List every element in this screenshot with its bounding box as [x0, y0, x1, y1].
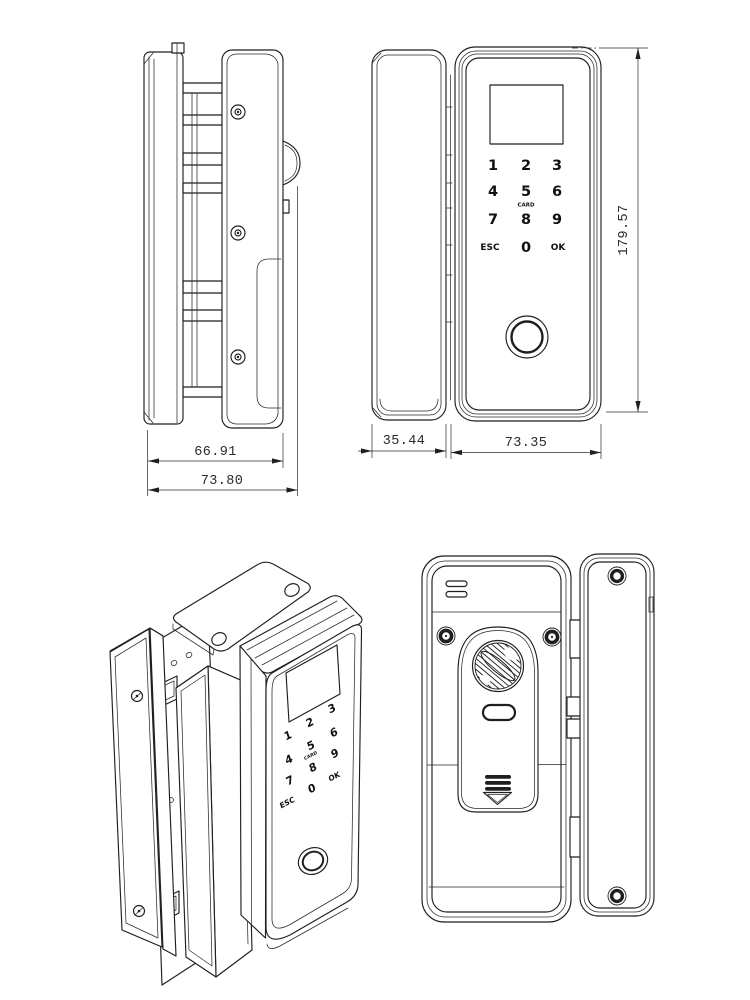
keypad-key-6: 6 — [328, 725, 339, 741]
rear-strike-plate — [579, 553, 655, 917]
side-connector-bars — [182, 82, 223, 398]
screw-hole — [230, 104, 246, 120]
keypad-key-5: 5 — [521, 184, 531, 200]
hinge-ticks — [445, 106, 453, 323]
screw-hole — [130, 689, 144, 703]
keypad-key-0: 0 — [521, 240, 531, 256]
latch-bolt-profile — [282, 140, 301, 214]
keypad-key-esc: ESC — [480, 243, 500, 253]
dimension-strike-width: 35.44 — [383, 434, 426, 449]
dimension-body-height: 179.57 — [617, 204, 632, 255]
isometric-view: 1 2 3 4 5 6 CARD 7 8 9 ESC 0 OK — [109, 561, 363, 986]
front-view: 1 2 3 4 5 6 CARD 7 8 9 ESC 0 OK — [358, 46, 648, 459]
keypad-card-label: CARD — [517, 203, 535, 209]
dimension-side-total: 73.80 — [201, 474, 244, 489]
keypad-key-8: 8 — [521, 212, 531, 228]
fingerprint-sensor — [505, 315, 549, 359]
keypad-key-3: 3 — [552, 158, 562, 174]
iso-left-panel — [109, 627, 177, 957]
front-view-dimensions: 35.44 73.35 179.57 — [358, 47, 648, 459]
rear-lock-body — [421, 555, 585, 923]
reset-button — [481, 703, 517, 722]
side-lock-body — [221, 49, 301, 429]
screw-hole — [607, 886, 627, 906]
speaker-slot — [445, 590, 468, 598]
keypad-key-2: 2 — [521, 158, 531, 174]
screw-hole — [230, 349, 246, 365]
battery-slide-indicator — [482, 775, 513, 806]
keypad-key-7: 7 — [284, 773, 295, 789]
front-strike-plate — [371, 49, 453, 421]
keypad-key-6: 6 — [552, 184, 562, 200]
arrow-down-icon — [482, 791, 513, 806]
screw-hole — [607, 566, 627, 586]
keypad-key-1: 1 — [488, 158, 498, 174]
dimension-side-body: 66.91 — [194, 445, 237, 460]
rear-view — [421, 553, 655, 923]
screw-hole — [542, 627, 562, 647]
keypad-key-ok: OK — [551, 243, 567, 253]
iso-top-bracket — [172, 561, 311, 656]
display-screen — [285, 644, 341, 723]
keypad-key-5: 5 — [305, 738, 316, 754]
screw-hole — [436, 626, 456, 646]
keypad: 1 2 3 4 5 6 CARD 7 8 9 ESC 0 OK — [480, 158, 566, 256]
top-tab — [171, 42, 185, 54]
speaker-slot — [445, 580, 468, 588]
keypad-key-8: 8 — [307, 760, 318, 776]
fingerprint-sensor — [297, 846, 329, 876]
keypad-key-7: 7 — [488, 212, 498, 228]
display-screen — [489, 84, 564, 145]
thumb-turn-knob — [471, 639, 525, 693]
front-lock-body: 1 2 3 4 5 6 CARD 7 8 9 ESC 0 OK — [454, 46, 602, 422]
dimension-body-width: 73.35 — [505, 436, 548, 451]
keypad-key-3: 3 — [326, 701, 337, 717]
keypad-key-0: 0 — [306, 781, 317, 797]
screw-hole — [132, 904, 146, 918]
iso-lock-body: 1 2 3 4 5 6 CARD 7 8 9 ESC 0 OK — [239, 595, 363, 949]
keypad-key-2: 2 — [304, 715, 315, 731]
keypad-key-4: 4 — [283, 752, 294, 768]
keypad-key-9: 9 — [329, 746, 340, 762]
keypad-key-9: 9 — [552, 212, 562, 228]
side-view-dimensions: 66.91 73.80 — [147, 186, 298, 496]
side-left-panel — [143, 42, 185, 425]
keypad-key-1: 1 — [282, 728, 293, 744]
keypad-key-4: 4 — [488, 184, 498, 200]
screw-hole — [230, 225, 246, 241]
side-view: 66.91 73.80 — [143, 42, 301, 496]
